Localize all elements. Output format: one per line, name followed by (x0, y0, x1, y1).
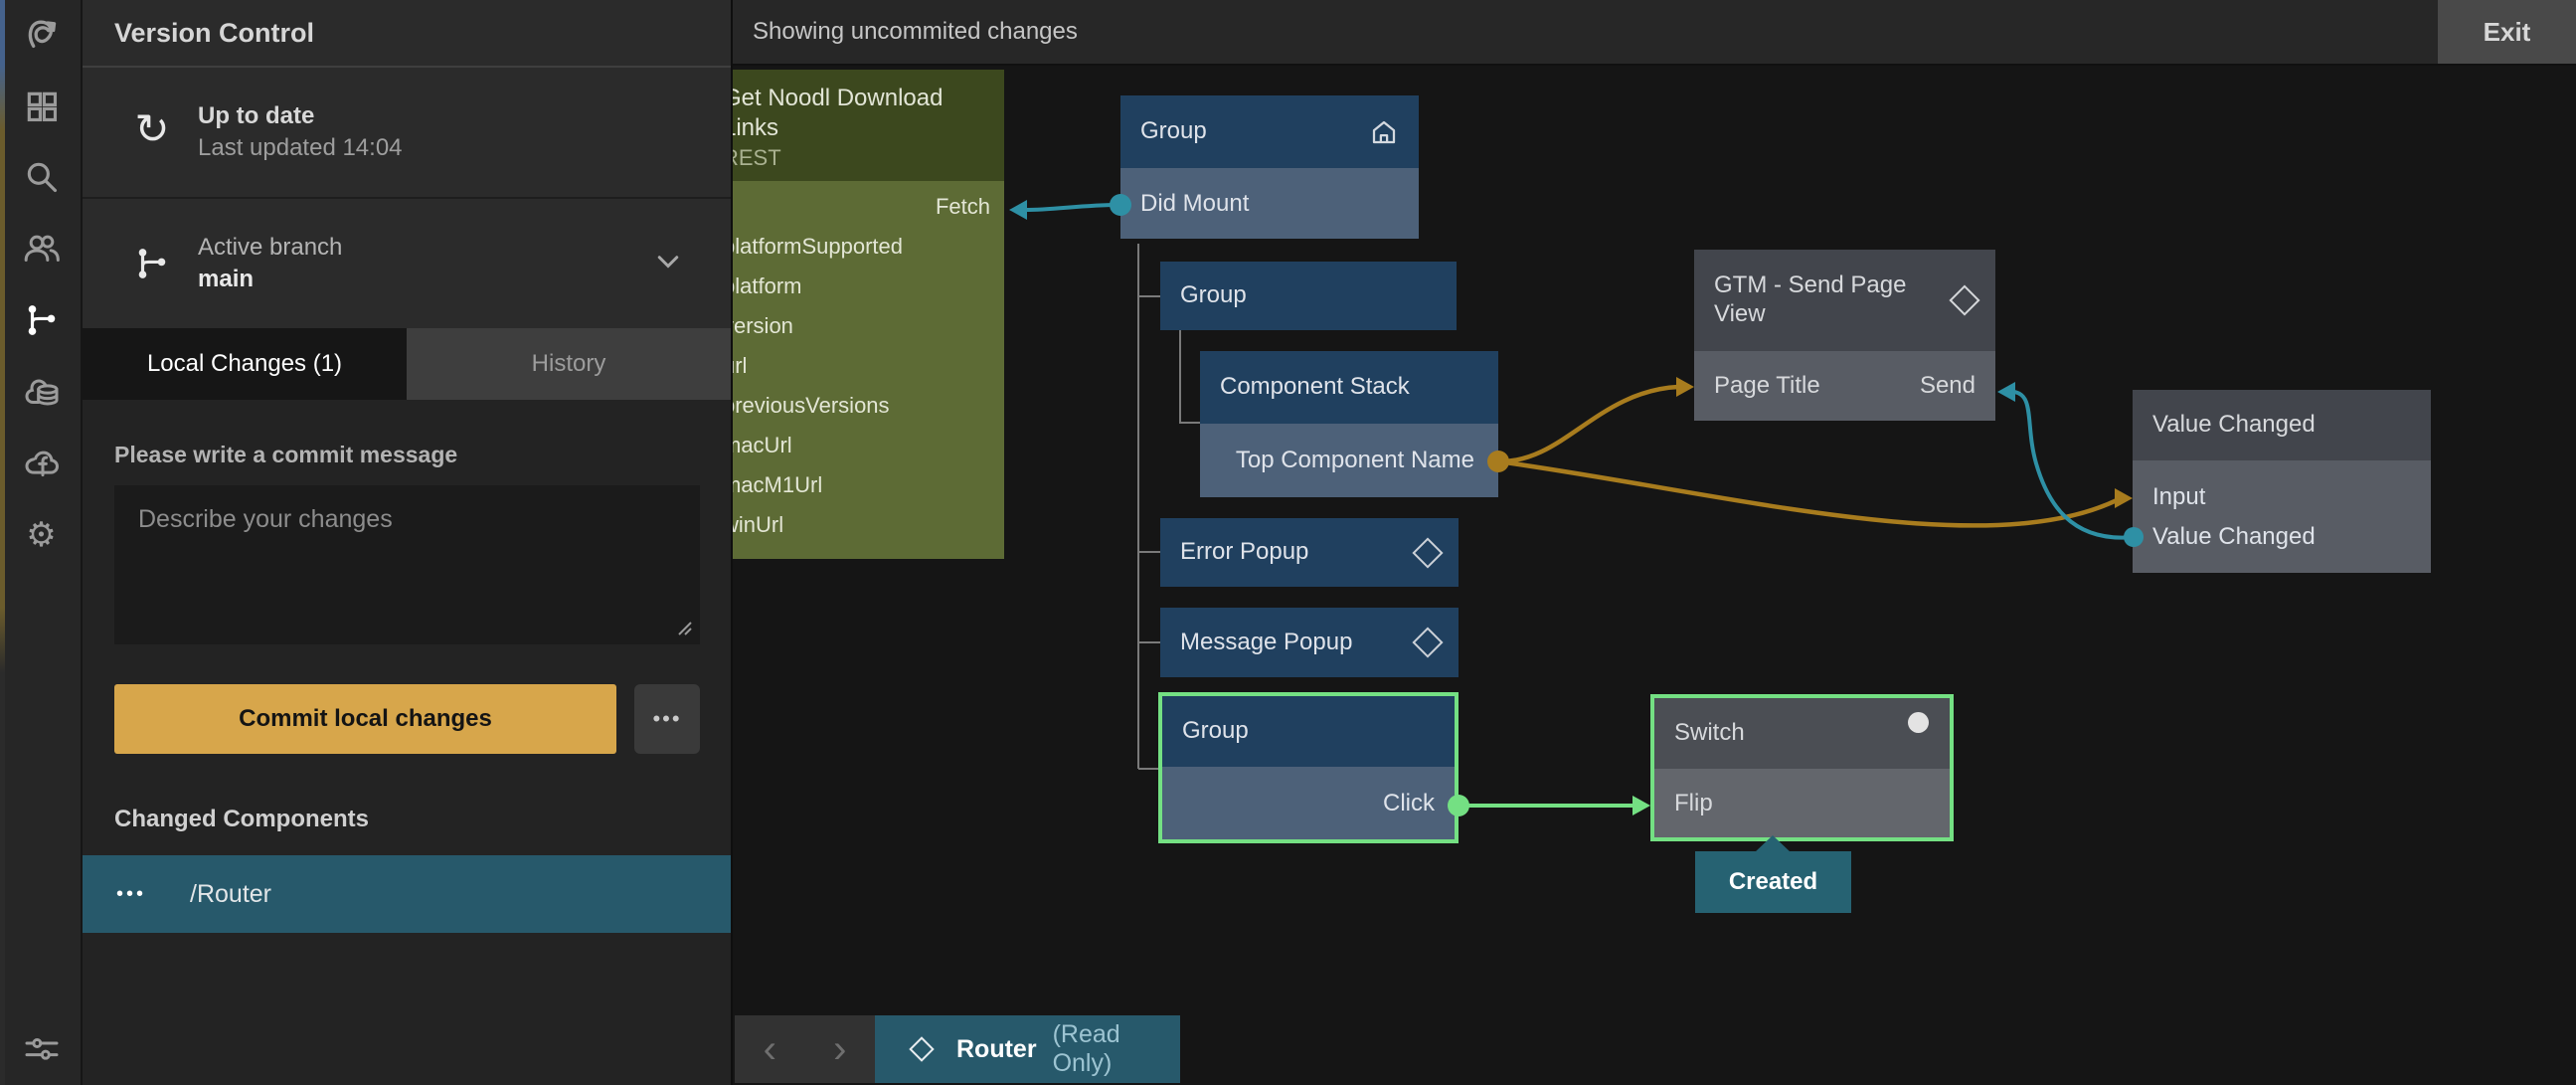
node-group-child[interactable]: Group (1160, 262, 1457, 330)
node-graph-canvas[interactable]: Get Noodl Download Links REST Fetch plat… (733, 66, 2576, 1085)
node-value-changed[interactable]: Value Changed Input Value Changed (2133, 390, 2431, 573)
commit-more-button[interactable]: ••• (634, 684, 700, 754)
exit-button[interactable]: Exit (2438, 0, 2576, 64)
node-gtm-send-page-view[interactable]: GTM - Send Page View Page Title Send (1694, 250, 1995, 421)
port-output[interactable]: url (733, 353, 748, 378)
active-branch-label: Active branch (198, 233, 343, 261)
node-component-stack[interactable]: Component Stack Top Component Name (1200, 351, 1498, 497)
port-did-mount[interactable]: Did Mount (1120, 168, 1419, 239)
active-branch-name: main (198, 266, 255, 292)
version-control-panel: Version Control ↻ Up to date Last update… (83, 0, 731, 1085)
created-badge: Created (1695, 851, 1851, 913)
commit-message-label: Please write a commit message (114, 442, 458, 467)
port-send[interactable]: Send (1919, 372, 1975, 399)
component-tab-router[interactable]: Router (Read Only) (875, 1015, 1180, 1083)
component-tab-name: Router (956, 1034, 1037, 1063)
node-title: Component Stack (1220, 373, 1410, 401)
port-output[interactable]: previousVersions (733, 393, 890, 418)
commit-message-input[interactable] (114, 485, 700, 644)
node-switch-selected[interactable]: Switch Flip (1650, 694, 1954, 841)
port-output[interactable]: version (733, 313, 793, 338)
node-title: Get Noodl Download Links (733, 85, 944, 141)
node-rest-ports: Fetch platformSupported platform version… (733, 181, 1004, 559)
node-subtitle: REST (733, 145, 781, 170)
node-group-root[interactable]: Group Did Mount (1120, 95, 1419, 239)
cloud-functions-icon[interactable] (0, 434, 83, 493)
uncommitted-status-text: Showing uncommited changes (753, 18, 1078, 45)
port-output[interactable]: winUrl (733, 512, 784, 537)
canvas-topbar: Showing uncommited changes Exit (733, 0, 2576, 66)
local-changes-content: Please write a commit message Commit loc… (83, 400, 731, 1085)
search-icon[interactable] (0, 147, 83, 207)
port-value-changed[interactable]: Value Changed (2152, 523, 2316, 550)
component-diamond-icon (1412, 536, 1444, 569)
panel-tabs: Local Changes (1) History (83, 328, 731, 400)
component-diamond-icon (1949, 284, 1980, 316)
node-title: Group (1182, 717, 1249, 745)
sidebar: ⚙ (0, 0, 83, 1085)
main-area: Showing uncommited changes Exit (731, 0, 2576, 1085)
port-output[interactable]: platformSupported (733, 234, 903, 259)
cloud-services-icon[interactable] (0, 362, 83, 422)
component-diamond-icon (909, 1036, 935, 1062)
panel-title: Version Control (114, 17, 315, 48)
nav-forward-button[interactable]: › (833, 1027, 847, 1071)
collaborators-icon[interactable] (0, 218, 83, 277)
sync-status-title: Up to date (198, 101, 315, 129)
node-title: Error Popup (1180, 538, 1309, 566)
node-error-popup[interactable]: Error Popup (1160, 518, 1459, 587)
node-title: Message Popup (1180, 628, 1353, 655)
changed-component-row[interactable]: ••• /Router (83, 855, 731, 933)
node-title: Value Changed (2152, 411, 2316, 439)
component-tab-readonly: (Read Only) (1052, 1020, 1120, 1077)
settings-icon[interactable]: ⚙ (26, 516, 57, 554)
port-output[interactable]: platform (733, 273, 802, 298)
port-input[interactable]: Input (2152, 483, 2206, 510)
port-output[interactable]: macM1Url (733, 472, 823, 497)
active-branch-section[interactable]: Active branch main (83, 199, 731, 328)
port-page-title[interactable]: Page Title (1714, 372, 1820, 399)
sync-status-section[interactable]: ↻ Up to date Last updated 14:04 (83, 68, 731, 199)
node-filters-icon[interactable] (0, 1018, 83, 1078)
panel-header: Version Control (83, 0, 731, 68)
port-flip[interactable]: Flip (1654, 769, 1950, 837)
refresh-icon[interactable]: ↻ (134, 105, 170, 152)
port-click[interactable]: Click (1162, 767, 1455, 839)
node-header[interactable]: Group (1120, 95, 1419, 168)
changed-component-name: /Router (190, 879, 271, 908)
version-control-icon[interactable] (0, 290, 83, 350)
tab-local-changes[interactable]: Local Changes (1) (83, 328, 407, 400)
port-top-component-name[interactable]: Top Component Name (1200, 424, 1498, 497)
port-output[interactable]: macUrl (733, 433, 792, 457)
sidebar-accent-strip (0, 0, 5, 1085)
noodl-logo-icon[interactable] (0, 3, 83, 63)
component-diamond-icon (1412, 627, 1444, 658)
node-rest[interactable]: Get Noodl Download Links REST Fetch plat… (733, 70, 1004, 559)
node-group-selected[interactable]: Group Click (1158, 692, 1459, 843)
port-fetch[interactable]: Fetch (935, 194, 990, 219)
node-rest-header[interactable]: Get Noodl Download Links REST (733, 70, 1004, 181)
components-grid-icon[interactable] (0, 77, 83, 136)
commit-button[interactable]: Commit local changes (114, 684, 616, 754)
row-menu-icon[interactable]: ••• (116, 882, 147, 905)
tab-history[interactable]: History (407, 328, 731, 400)
changed-components-heading: Changed Components (114, 806, 369, 832)
node-message-popup[interactable]: Message Popup (1160, 608, 1459, 677)
created-badge-pointer (1755, 835, 1791, 852)
node-title: GTM - Send Page View (1714, 271, 1907, 327)
branch-icon (122, 245, 182, 282)
sync-status-subtitle: Last updated 14:04 (198, 134, 403, 161)
nav-back-button[interactable]: ‹ (763, 1027, 776, 1071)
node-title: Group (1180, 281, 1247, 309)
node-title: Switch (1674, 719, 1745, 747)
node-status-dot (1908, 712, 1929, 733)
home-icon (1372, 120, 1396, 143)
component-nav: ‹ › (735, 1015, 875, 1083)
chevron-down-icon[interactable] (653, 247, 683, 281)
node-title: Group (1140, 117, 1207, 145)
